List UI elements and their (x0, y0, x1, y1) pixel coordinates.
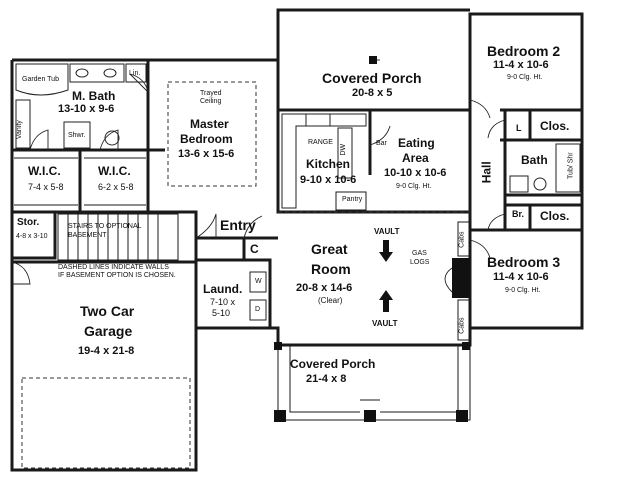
eating-area-ceiling: 9-0 Clg. Ht. (396, 183, 432, 190)
bath-fixtures (509, 143, 581, 193)
entry-label: Entry (220, 217, 256, 233)
master-bath-label: M. Bath (72, 89, 116, 103)
trayed-ceiling-outline (167, 81, 257, 187)
pantry-label: Pantry (342, 196, 363, 203)
trayed-ceiling-label-2: Ceiling (200, 98, 222, 105)
bedroom2-ceiling: 9-0 Clg. Ht. (507, 74, 543, 81)
great-room-label-1: Great (311, 241, 348, 257)
master-bath-fixtures (15, 63, 147, 149)
master-bedroom-dims: 13-6 x 15-6 (178, 148, 235, 160)
garden-tub-text: Garden Tub (22, 76, 59, 83)
gas-logs-label-1: GAS (412, 250, 427, 257)
bedroom2-label: Bedroom 2 (487, 43, 561, 59)
bedroom3-ceiling: 9-0 Clg. Ht. (505, 287, 541, 294)
linen-right-label: L (516, 123, 522, 133)
gas-logs-label-2: LOGS (410, 259, 430, 266)
eating-area-dims: 10-10 x 10-6 (384, 167, 447, 179)
front-porch (274, 342, 471, 422)
rear-porch-post (369, 56, 377, 64)
storage-label: Stor. (17, 217, 40, 228)
garage-door-dashed (21, 377, 191, 469)
master-bedroom-label-1: Master (190, 117, 229, 131)
storage-dims: 4-8 x 3-10 (16, 233, 48, 240)
bedroom3-label: Bedroom 3 (487, 254, 561, 270)
coat-closet-label: C (250, 242, 259, 256)
vault-bottom-label: VAULT (372, 319, 398, 328)
great-room-clear: (Clear) (318, 296, 343, 305)
stairs-note-1: STAIRS TO OPTIONAL (68, 223, 142, 230)
laundry-appliances (249, 271, 267, 321)
tub-shower-label: Tub/ Shr (567, 152, 575, 179)
great-room-dims: 20-8 x 14-6 (296, 282, 353, 294)
eating-area-label-2: Area (402, 151, 429, 165)
kitchen-dims: 9-10 x 10-6 (300, 174, 357, 186)
bar-label: Bar (376, 140, 387, 147)
kitchen-counters (278, 113, 470, 213)
rear-porch-dims: 20-8 x 5 (352, 87, 393, 99)
cabs-bottom-label: Cabs (458, 317, 466, 334)
wic2-dims: 6-2 x 5-8 (98, 182, 134, 192)
fireplace (444, 221, 471, 341)
stairs (57, 213, 179, 261)
master-shower-label: Shwr. (68, 132, 86, 139)
trayed-ceiling-label-1: Trayed (200, 90, 222, 97)
front-porch-dims: 21-4 x 8 (306, 373, 347, 385)
laundry-dims-2: 5-10 (212, 308, 231, 318)
stairs-note-2: BASEMENT (68, 232, 107, 239)
laundry-label: Laund. (203, 282, 243, 296)
closet-shelves (14, 157, 146, 206)
dw-label: DW (340, 143, 348, 156)
closet-lower-label: Clos. (540, 209, 570, 223)
laundry-dims-1: 7-10 x (210, 297, 236, 307)
vault-top-label: VAULT (374, 227, 400, 236)
front-porch-label: Covered Porch (290, 357, 376, 371)
linen-top-label: Lin. (129, 70, 141, 77)
door-swings (11, 59, 506, 285)
dashed-note-1: DASHED LINES INDICATE WALLS (58, 264, 169, 271)
dashed-note-2: IF BASEMENT OPTION IS CHOSEN. (58, 272, 176, 279)
washer-label: W (255, 278, 262, 285)
wic1-label: W.I.C. (28, 164, 61, 178)
great-room-label-2: Room (311, 261, 351, 277)
interior-walls (12, 60, 582, 328)
garage-label-1: Two Car (80, 303, 135, 319)
rear-porch-label: Covered Porch (322, 70, 422, 86)
garage-dims: 19-4 x 21-8 (78, 345, 135, 357)
dryer-label: D (255, 306, 261, 313)
vault-arrows (379, 240, 393, 312)
bath-label: Bath (521, 153, 548, 167)
garage-label-2: Garage (84, 323, 133, 339)
hall-label: Hall (479, 161, 494, 184)
eating-area-label-1: Eating (398, 136, 435, 150)
range-label: RANGE (308, 139, 333, 146)
master-bath-dims: 13-10 x 9-6 (58, 103, 115, 115)
vanity-label: Vanity (15, 120, 23, 140)
bedroom-closet-label: Br. (512, 209, 525, 219)
wic1-dims: 7-4 x 5-8 (28, 182, 64, 192)
garden-tub-label: Garden Tub (22, 76, 59, 83)
bedroom2-dims: 11-4 x 10-6 (493, 59, 549, 71)
kitchen-label: Kitchen (306, 157, 351, 171)
bedroom3-dims: 11-4 x 10-6 (493, 271, 549, 283)
closet-upper-label: Clos. (540, 119, 570, 133)
cabs-top-label: Cabs (458, 231, 466, 248)
master-bedroom-label-2: Bedroom (180, 132, 233, 146)
wic2-label: W.I.C. (98, 164, 131, 178)
